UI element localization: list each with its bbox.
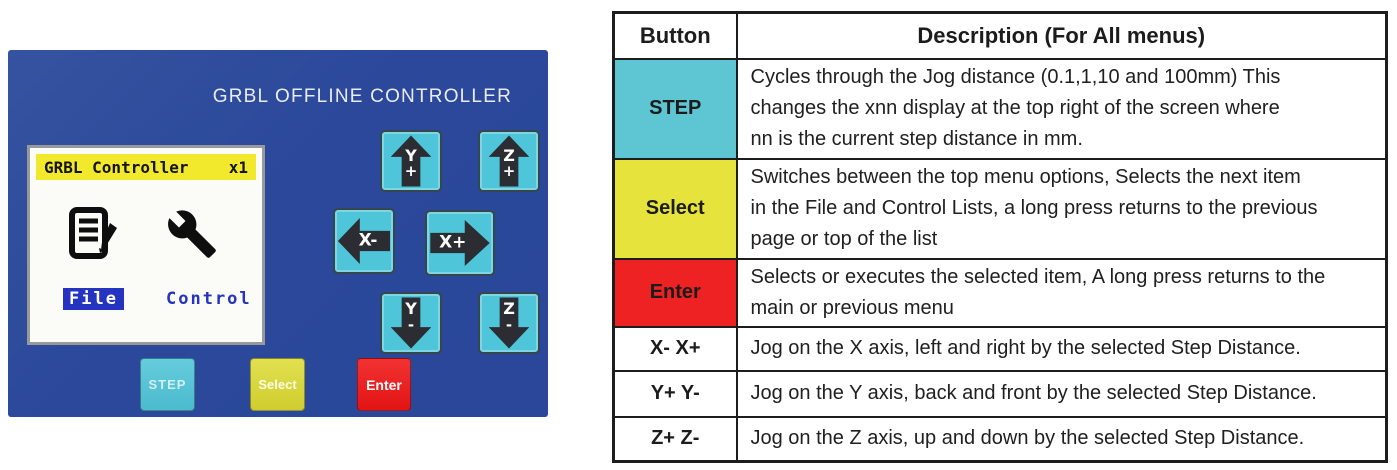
screen-body: File Control [36,180,256,330]
table-row-y: Y+ Y- Jog on the Y axis, back and front … [612,369,1388,418]
table-row-z: Z+ Z- Jog on the Z axis, up and down by … [612,415,1388,463]
jog-sign: + [404,162,418,181]
jog-sign: - [407,316,415,335]
cell-x: X- X+ [612,325,738,372]
cell-y: Y+ Y- [612,369,738,418]
header-button: Button [612,11,738,60]
screen-title: GRBL Controller [44,157,189,177]
jog-letter: Y [405,146,417,166]
cell-z: Z+ Z- [612,415,738,463]
header-description: Description (For All menus) [735,11,1388,60]
screen-titlebar: GRBL Controller x1 [36,154,256,180]
jog-button-y-minus[interactable]: Y - [380,292,442,354]
jog-sign: - [505,316,513,335]
wrench-icon [168,210,216,258]
cell-z-description: Jog on the Z axis, up and down by the se… [735,415,1388,463]
cell-x-description: Jog on the X axis, left and right by the… [735,325,1388,372]
lcd-screen: GRBL Controller x1 File Control [27,145,265,345]
step-distance-indicator: x1 [228,157,248,177]
jog-letter: Z [503,298,515,318]
cell-select-description: Switches between the top menu options, S… [735,157,1388,260]
controller-device-panel: GRBL OFFLINE CONTROLLER GRBL Controller … [8,50,548,417]
table-header-row: Button Description (For All menus) [612,11,1388,60]
table-row-x: X- X+ Jog on the X axis, left and right … [612,325,1388,372]
cell-step: STEP [612,57,738,160]
button-description-table: Button Description (For All menus) STEP … [612,11,1388,463]
table-row-enter: Enter Selects or executes the selected i… [612,257,1388,328]
jog-label: X- [358,230,378,251]
jog-button-z-minus[interactable]: Z - [478,292,540,354]
jog-button-x-plus[interactable]: X+ [425,210,495,276]
select-button[interactable]: Select [250,358,305,411]
jog-button-x-minus[interactable]: X- [333,208,395,274]
cell-y-description: Jog on the Y axis, back and front by the… [735,369,1388,418]
table-row-select: Select Switches between the top menu opt… [612,157,1388,260]
cell-enter-description: Selects or executes the selected item, A… [735,257,1388,328]
device-title: GRBL OFFLINE CONTROLLER [212,86,512,107]
jog-button-z-plus[interactable]: Z + [478,130,540,192]
menu-item-file: File [63,288,124,310]
step-button[interactable]: STEP [140,358,195,411]
menu-item-control: Control [166,289,252,309]
cell-enter: Enter [612,257,738,328]
jog-letter: Z [503,146,515,166]
jog-button-y-plus[interactable]: Y + [380,130,442,192]
cell-step-description: Cycles through the Jog distance (0.1,1,1… [735,57,1388,160]
table-row-step: STEP Cycles through the Jog distance (0.… [612,57,1388,160]
jog-sign: + [502,162,516,181]
enter-button[interactable]: Enter [357,358,411,411]
cell-select: Select [612,157,738,260]
file-document-icon [69,207,117,259]
jog-label: X+ [439,232,467,253]
jog-letter: Y [405,298,417,318]
